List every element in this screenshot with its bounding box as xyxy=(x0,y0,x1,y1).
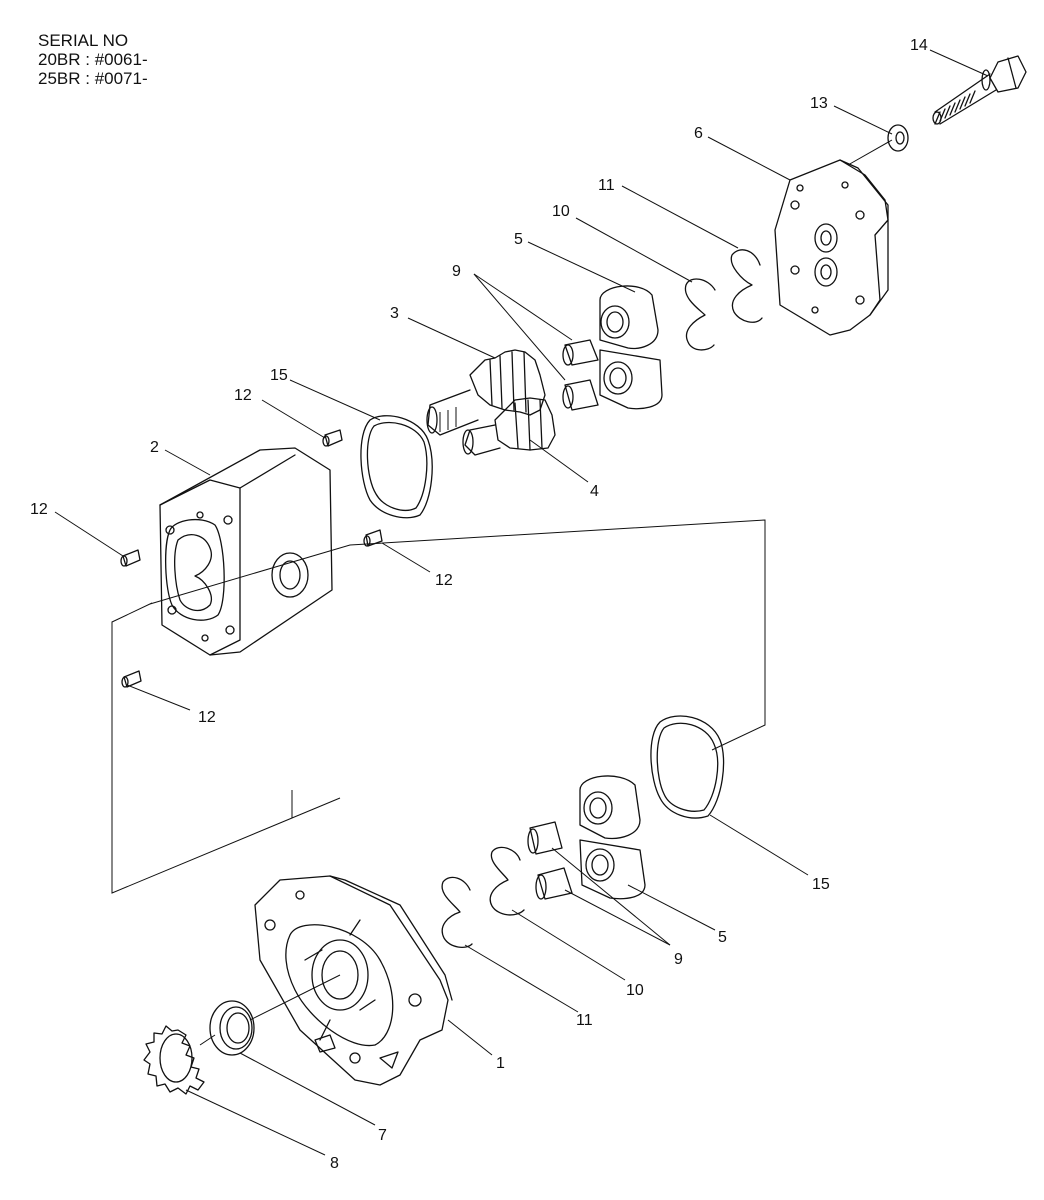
part-5-upper-bearing-block xyxy=(599,285,663,410)
callout-10-lower: 10 xyxy=(626,982,644,999)
callout-8: 8 xyxy=(330,1155,339,1172)
callout-12-bottom: 12 xyxy=(198,709,216,726)
callout-14: 14 xyxy=(910,37,928,54)
part-2-pump-body xyxy=(159,447,333,656)
part-13-washer xyxy=(887,124,909,152)
callout-4: 4 xyxy=(590,483,599,500)
callout-9-lower: 9 xyxy=(674,951,683,968)
part-1-front-cover xyxy=(254,875,453,1086)
serial-number-block: SERIAL NO 20BR : #0061- 25BR : #0071- xyxy=(38,31,148,88)
serial-title: SERIAL NO xyxy=(38,31,129,50)
leader-lines xyxy=(54,49,989,1156)
part-4-driven-gear xyxy=(462,397,556,456)
callout-12-top: 12 xyxy=(234,387,252,404)
callout-7: 7 xyxy=(378,1127,387,1144)
part-14-bolt xyxy=(932,55,1027,125)
serial-20br: 20BR : #0061- xyxy=(38,50,148,69)
callout-13: 13 xyxy=(810,95,828,112)
part-9-upper-bushings xyxy=(562,339,599,411)
callout-2: 2 xyxy=(150,439,159,456)
callout-11-lower: 11 xyxy=(576,1012,593,1029)
part-12-dowel-pins xyxy=(120,429,383,688)
callout-labels: 14 13 6 11 10 5 9 3 15 12 2 12 12 12 4 1… xyxy=(30,37,928,1172)
part-11-lower-clip xyxy=(441,876,473,949)
part-8-snap-ring xyxy=(143,1025,205,1095)
callout-12-left: 12 xyxy=(30,501,48,518)
callout-3: 3 xyxy=(390,305,399,322)
callout-1: 1 xyxy=(496,1055,505,1072)
part-3-drive-gear xyxy=(426,349,546,436)
callout-9-upper: 9 xyxy=(452,263,461,280)
callout-5-lower: 5 xyxy=(718,929,727,946)
callout-11-upper: 11 xyxy=(598,177,615,194)
part-5-lower-bearing-block xyxy=(579,775,646,900)
part-11-upper-clip xyxy=(730,249,763,323)
part-10-lower-clip xyxy=(489,846,525,916)
part-15-lower-o-ring xyxy=(650,715,725,819)
part-6-rear-cover xyxy=(774,159,889,336)
callout-5-upper: 5 xyxy=(514,231,523,248)
callout-6: 6 xyxy=(694,125,703,142)
callout-15-upper: 15 xyxy=(270,367,288,384)
serial-25br: 25BR : #0071- xyxy=(38,69,148,88)
part-7-oil-seal xyxy=(209,1000,255,1056)
callout-15-lower: 15 xyxy=(812,876,830,893)
part-9-lower-bushings xyxy=(527,821,573,900)
callout-12-right: 12 xyxy=(435,572,453,589)
part-15-upper-o-ring xyxy=(360,415,433,519)
callout-10-upper: 10 xyxy=(552,203,570,220)
part-10-upper-clip xyxy=(684,278,716,351)
